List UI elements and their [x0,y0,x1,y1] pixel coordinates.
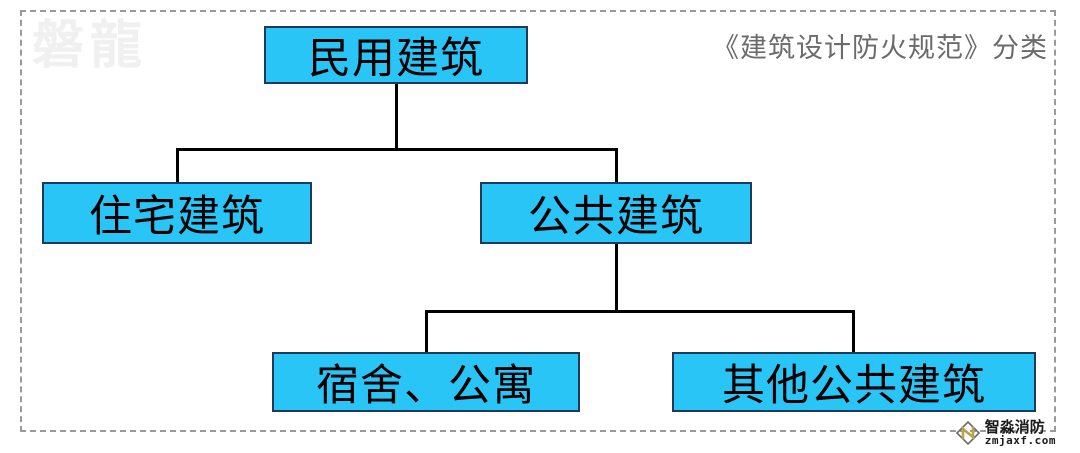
connector-root-trunk [395,84,398,150]
site-watermark: 智淼消防 zmjaxf.com [955,417,1056,448]
connector-level2-rail [176,148,618,151]
connector-level2-right [615,148,618,184]
node-residential-building[interactable]: 住宅建筑 [42,182,312,244]
site-watermark-text: 智淼消防 zmjaxf.com [984,417,1056,448]
node-dormitory-apartment[interactable]: 宿舍、公寓 [272,352,580,412]
connector-level3-right [852,310,855,354]
brand-watermark: 磐龍 [32,16,149,76]
connector-level3-left [425,310,428,354]
node-residential-and-public-root[interactable]: 民用建筑 [264,26,528,84]
connector-level2-left [176,148,179,184]
diagram-caption: 《建筑设计防火规范》分类 [712,33,1048,64]
node-other-public-building[interactable]: 其他公共建筑 [672,352,1036,412]
connector-level3-rail [425,310,855,313]
node-public-building[interactable]: 公共建筑 [480,182,752,244]
diamond-logo-icon [955,420,981,446]
watermark-site-url: zmjaxf.com [984,434,1056,448]
connector-public-trunk [615,244,618,312]
watermark-company-name: 智淼消防 [984,417,1045,436]
